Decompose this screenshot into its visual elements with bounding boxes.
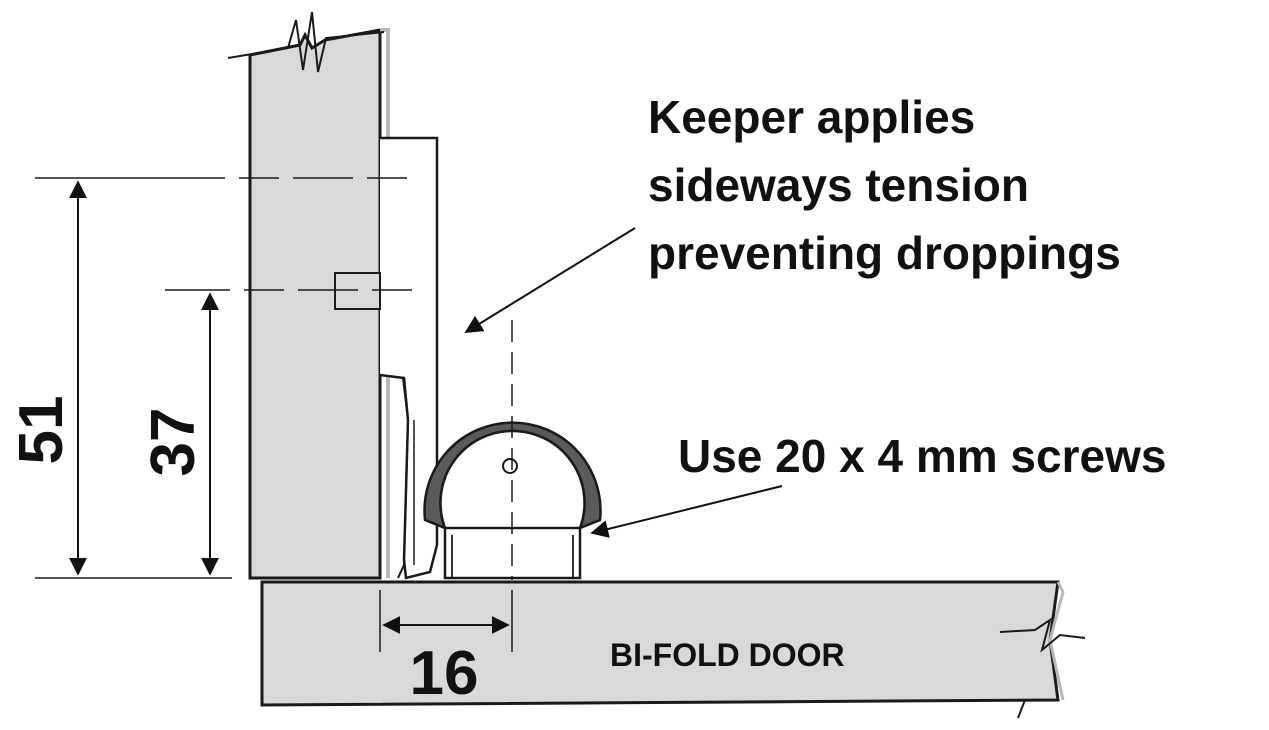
dimension-arrows <box>69 180 510 634</box>
keeper <box>423 320 602 580</box>
leader-arrows <box>464 227 783 538</box>
mounting-plate <box>334 136 439 580</box>
keeper-annotation-line-2: sideways tension <box>648 159 1029 211</box>
screws-annotation: Use 20 x 4 mm screws <box>678 430 1166 482</box>
keeper-annotation-line-1: Keeper applies <box>648 91 975 143</box>
door-label: BI-FOLD DOOR <box>610 637 845 673</box>
dimension-37-label: 37 <box>139 408 208 477</box>
bi-fold-door-panel <box>260 580 1086 719</box>
frame-panel <box>227 11 390 580</box>
keeper-annotation-line-3: preventing droppings <box>648 227 1121 279</box>
dimension-51-label: 51 <box>7 396 76 465</box>
dimension-16-label: 16 <box>410 639 479 708</box>
reference-lines <box>35 177 513 652</box>
